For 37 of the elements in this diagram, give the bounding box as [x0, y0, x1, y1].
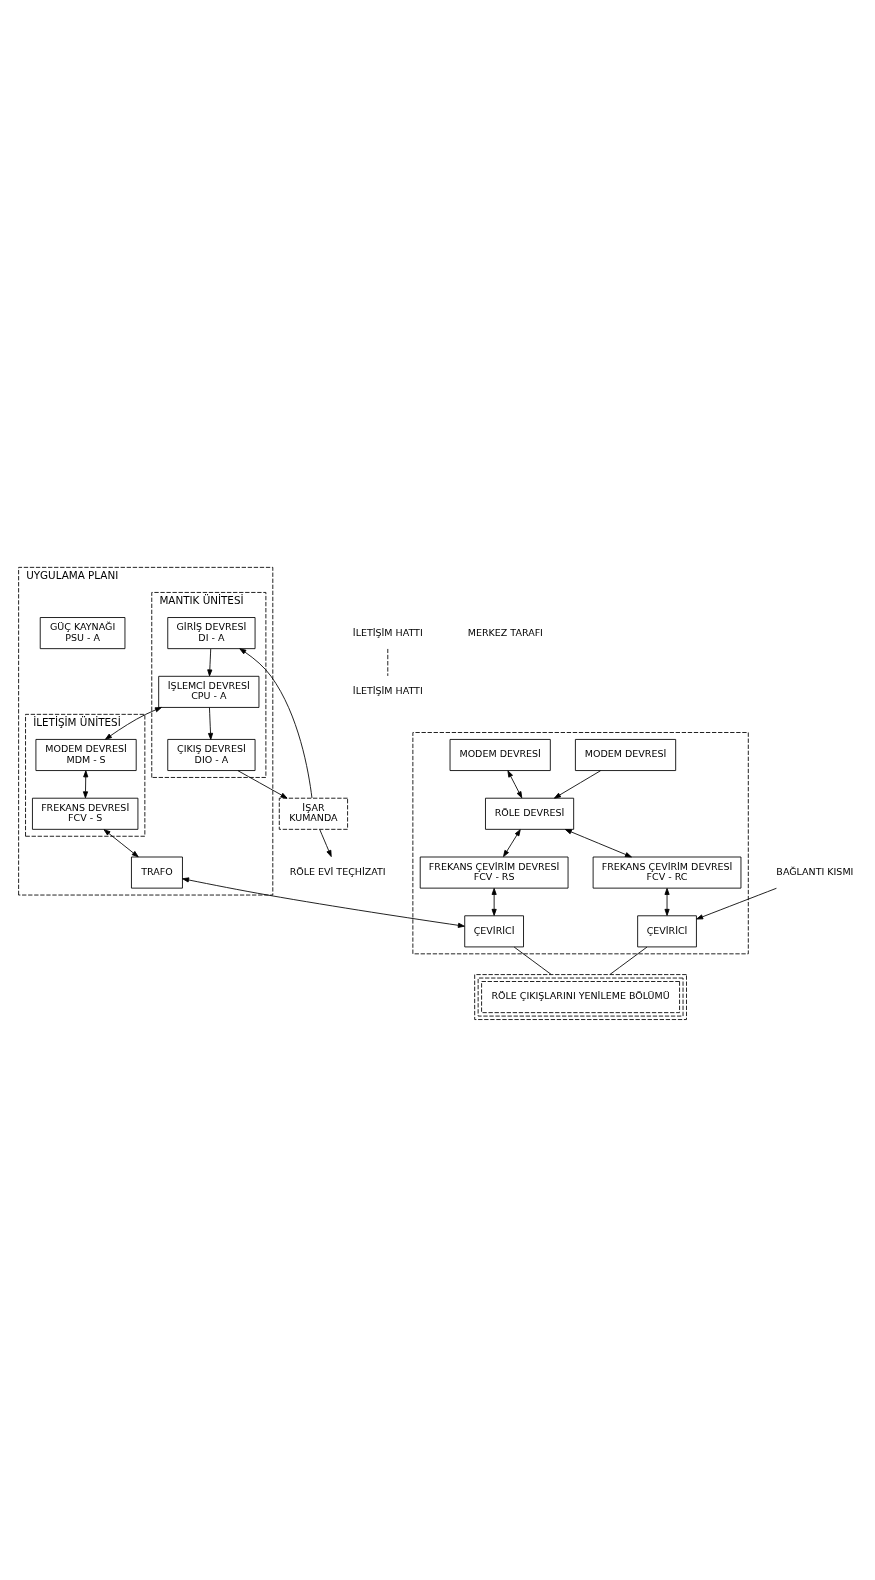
- arrow: [696, 887, 777, 920]
- label: MERKEZ TARAFI: [467, 626, 543, 638]
- arrow: [207, 648, 213, 677]
- arrow: [503, 829, 521, 858]
- arrow: [237, 770, 288, 799]
- node-text: İLETİŞİM HATTI: [352, 685, 423, 697]
- arrow: [564, 829, 632, 858]
- arrow: [491, 888, 497, 916]
- node-box: GÜÇ KAYNAĞI PSU - A: [39, 617, 126, 650]
- node-box: GİRİŞ DEVRESİ DI - A: [167, 617, 256, 650]
- arrow: [208, 707, 214, 740]
- arrow: [664, 888, 670, 916]
- arrow: [103, 829, 139, 858]
- node-box: MODEM DEVRESİ MDM - S: [35, 739, 137, 771]
- arrow: [105, 707, 162, 740]
- node-box: TRAFO: [131, 856, 183, 889]
- cluster: [412, 732, 749, 955]
- arrow: [554, 770, 601, 799]
- node-box: FREKANS ÇEVİRİM DEVRESİ FCV - RS: [419, 856, 569, 889]
- node-text: BAĞLANTI KISMI: [776, 865, 854, 877]
- node-box: FREKANS ÇEVİRİM DEVRESİ FCV - RC: [592, 856, 742, 889]
- node-box: MODEM DEVRESİ: [449, 739, 551, 771]
- arrow: [182, 877, 465, 928]
- arrow: [239, 648, 313, 799]
- node-box: RÖLE DEVRESİ: [485, 797, 575, 830]
- node-box: FREKANS DEVRESİ FCV - S: [32, 797, 139, 830]
- node-text: RÖLE EVİ TEÇHİZATI: [289, 865, 386, 877]
- node-text: İLETİŞİM HATTI: [352, 626, 423, 638]
- arrow: [82, 770, 89, 799]
- node-box: ÇEVİRİCİ: [464, 915, 524, 948]
- node-box: İŞLEMCİ DEVRESİ CPU - A: [158, 675, 260, 708]
- node-box: ÇIKIŞ DEVRESİ DIO - A: [167, 739, 256, 771]
- node-box: İŞAR KUMANDA: [278, 797, 348, 830]
- node-box: ÇEVİRİCİ: [637, 915, 697, 948]
- node-box: MODEM DEVRESİ: [574, 739, 677, 771]
- arrow: [507, 770, 523, 799]
- arrow: [319, 829, 332, 858]
